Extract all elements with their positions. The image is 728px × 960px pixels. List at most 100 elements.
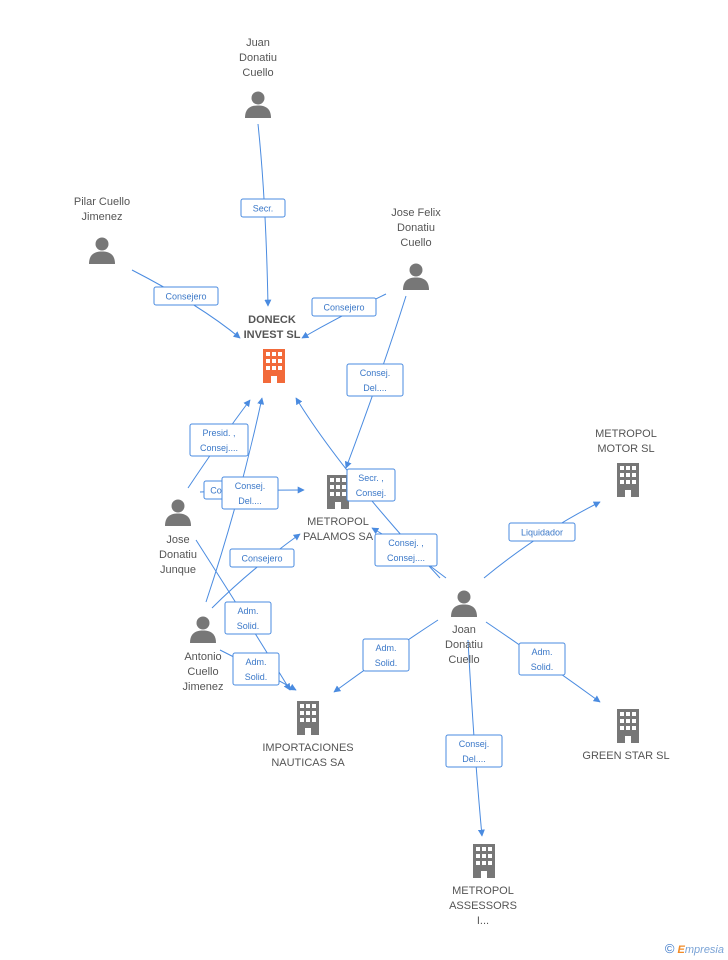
edge-label-box [374,533,438,567]
edge-label-text: Del.... [363,383,387,393]
edge-label-text: Solid. [245,672,268,682]
edge-label-pilar-doneck[interactable]: Consejero [153,286,219,306]
edge-label-josefelix-doneck[interactable]: Consejero [311,297,377,317]
edge-label-joan-palamos[interactable]: Consej. , Consej.... [374,533,438,567]
node-label-line: Donatiu [397,222,435,234]
node-label-line: ASSESSORS [449,900,517,912]
edge-label-text: Solid. [531,662,554,672]
node-label-line: METROPOL [452,885,514,897]
empresia-watermark[interactable]: © Empresia [665,941,724,956]
edge-label-juan-doneck[interactable]: Secr. [240,198,286,218]
company-node-green-star[interactable]: GREEN STAR SL [582,709,670,762]
node-label-line: Antonio [184,651,221,663]
edge-label-text: Consejero [323,303,364,313]
node-label-line: Juan [246,37,270,49]
edge-label-text: Secr. , [358,473,384,483]
node-label-line: Pilar Cuello [74,196,130,208]
edge-label-text: Del.... [238,496,262,506]
edge-label-box [362,638,410,672]
edge-label-joan-assessors[interactable]: Consej. Del.... [445,734,503,768]
node-label-line: NAUTICAS SA [271,757,345,769]
edge-label-joan-importaciones[interactable]: Adm. Solid. [362,638,410,672]
edge-label-box [508,522,576,542]
person-icon [245,91,271,118]
edge-label-text: Consej. [235,481,266,491]
node-label-line: Junque [160,564,196,576]
edge-label-text: Adm. [531,647,552,657]
edge-label-text: Consejero [165,292,206,302]
edge-label-joan-palamos-secr[interactable]: Secr. , Consej. [346,468,396,502]
edge-label-joan-motor[interactable]: Liquidador [508,522,576,542]
edge-label-box [153,286,219,306]
person-icon [451,590,477,617]
building-icon [617,463,639,497]
edge-label-text: Liquidador [521,528,563,538]
edge-label-text: Consej.... [387,553,425,563]
node-label-line: Cuello [400,237,431,249]
edge-label-text: Consej. , [388,538,424,548]
building-icon [327,475,349,509]
edge-label-joan-greenstar[interactable]: Adm. Solid. [518,642,566,676]
edge-label-josedj-importaciones[interactable]: Adm.Solid. [224,601,272,635]
building-icon [473,844,495,878]
edge-label-text: Presid. , [202,428,235,438]
edge-label-box [311,297,377,317]
copyright-icon: © [664,941,675,956]
person-icon [165,499,191,526]
company-node-importaciones-nauticas[interactable]: IMPORTACIONES NAUTICAS SA [262,701,354,769]
edge-label-text: Del.... [462,754,486,764]
node-label-line: Jose Felix [391,207,441,219]
edge-label-box [221,476,279,510]
node-label-line: INVEST SL [244,329,301,341]
edge-label-box [229,548,295,568]
node-label-line: Jimenez [183,681,224,693]
building-icon [297,701,319,735]
person-icon [190,616,216,643]
edge-label-antonio-doneck[interactable]: Consej. Del.... [221,476,279,510]
company-node-doneck-invest[interactable]: DONECK INVEST SL [244,314,301,383]
edge-label-box [240,198,286,218]
edge-label-box [224,601,272,635]
edge-line-antonio-palamos [211,533,301,609]
node-label-line: PALAMOS SA [303,531,374,543]
edge-label-box [518,642,566,676]
edge-label-text: Co [210,486,222,496]
node-label-line: Jose [166,534,189,546]
person-icon [89,237,115,264]
edge-label-josedj-doneck[interactable]: Presid. , Consej.... [189,423,249,457]
node-label-line: METROPOL [595,428,657,440]
edge-label-text: Adm. [375,643,396,653]
edge-label-josefelix-palamos[interactable]: Consej. Del.... [346,363,404,397]
node-label-line: Cuello [187,666,218,678]
edge-label-text: Consej. [356,488,387,498]
edge-label-box [445,734,503,768]
node-label-line: Donatiu [445,639,483,651]
node-label-line: IMPORTACIONES [262,742,353,754]
node-label-line: Donatiu [239,52,277,64]
node-label-line: Cuello [448,654,479,666]
edge-label-text: Consejero [241,554,282,564]
brand-initial: E [677,944,685,956]
company-node-metropol-assessors[interactable]: METROPOLASSESSORSI... [449,844,517,927]
node-label-line: DONECK [248,314,296,326]
node-label-line: Joan [452,624,476,636]
edge-label-text: Consej.... [200,443,238,453]
main-company-building-icon [263,349,285,383]
company-node-metropol-palamos[interactable]: METROPOL PALAMOS SA [303,475,374,543]
edge-label-text: Solid. [375,658,398,668]
edge-label-text: Consej. [360,368,391,378]
brand-name: mpresia [684,944,724,956]
edge-label-text: Consej. [459,739,490,749]
edge-label-antonio-importaciones[interactable]: Adm.Solid. [232,652,280,686]
node-label-line: METROPOL [307,516,369,528]
edge-label-antonio-palamos[interactable]: Consejero [229,548,295,568]
node-label-line: Jimenez [82,211,123,223]
